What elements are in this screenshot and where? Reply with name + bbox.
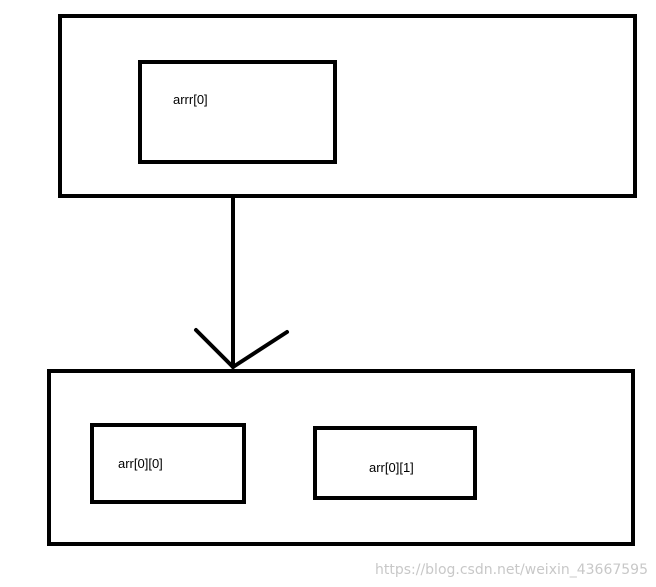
outer-box-bottom: [47, 369, 635, 546]
arrow-head: [194, 328, 289, 369]
label-arrr0: arrr[0]: [173, 92, 208, 107]
label-arr01: arr[0][1]: [369, 460, 414, 475]
inner-box-arr00: [90, 423, 246, 504]
watermark-text: https://blog.csdn.net/weixin_43667595: [375, 562, 648, 578]
outer-box-top: [58, 14, 637, 198]
inner-box-arrr0: [138, 60, 337, 164]
inner-box-arr01: [313, 426, 477, 500]
label-arr00: arr[0][0]: [118, 456, 163, 471]
